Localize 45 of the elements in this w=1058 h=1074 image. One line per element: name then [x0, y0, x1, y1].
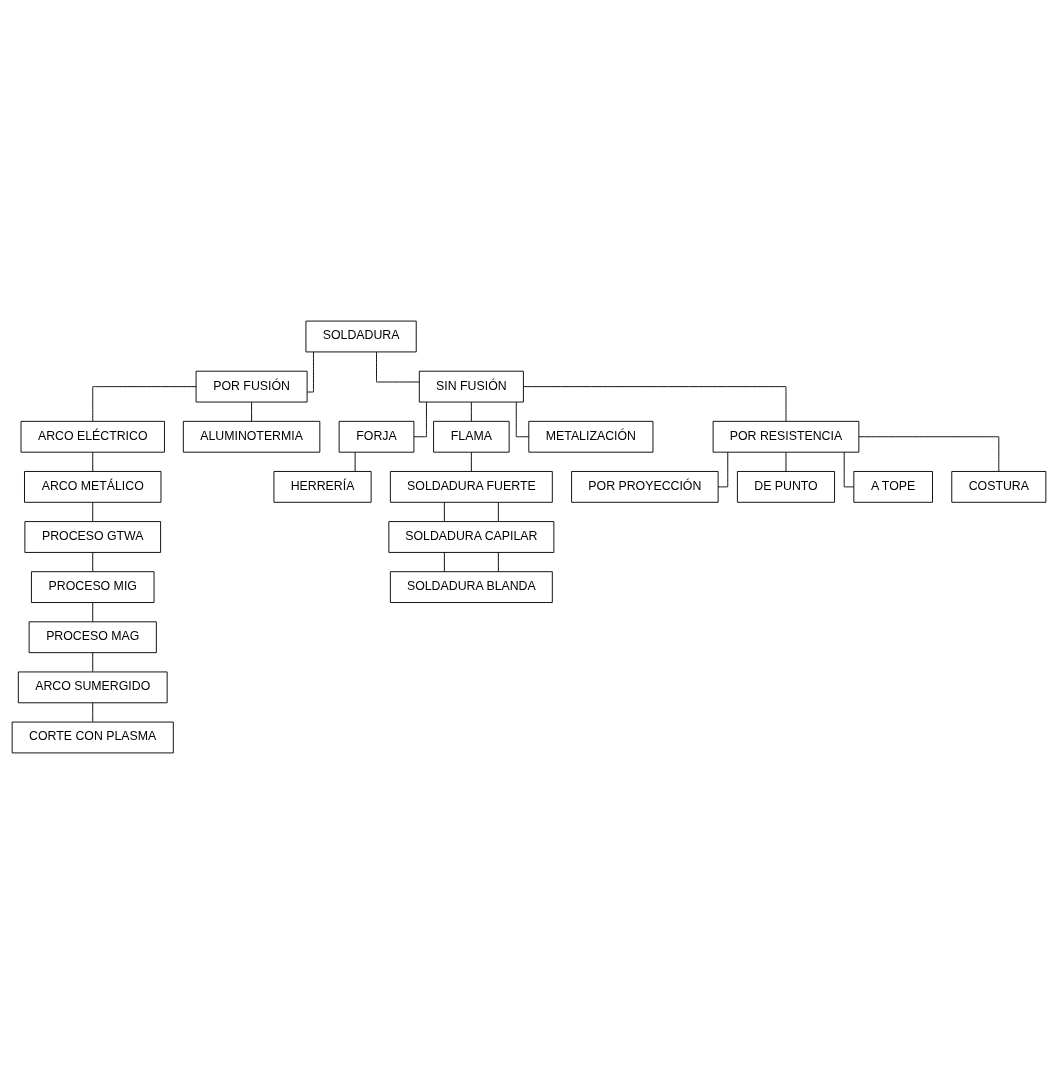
node-box: FLAMA: [433, 420, 510, 453]
node-box: SOLDADURA: [305, 320, 417, 353]
connector: [92, 602, 94, 622]
connector: [92, 502, 94, 522]
connector: [443, 502, 445, 522]
connector: [92, 702, 94, 723]
node-box: SIN FUSIÓN: [418, 370, 524, 403]
connector: [785, 451, 787, 472]
node-box: SOLDADURA CAPILAR: [388, 521, 555, 553]
connector: [497, 502, 499, 522]
node-box: SOLDADURA BLANDA: [389, 571, 553, 603]
node-box: METALIZACIÓN: [528, 420, 654, 453]
connector: [717, 451, 729, 488]
connector: [354, 451, 356, 472]
node-box: ALUMINOTERMIA: [182, 420, 321, 453]
node-box: COSTURA: [951, 471, 1047, 503]
connector: [843, 451, 855, 488]
connector: [523, 386, 787, 422]
node-box: POR FUSIÓN: [195, 370, 308, 403]
connector: [92, 652, 94, 673]
connector: [376, 351, 420, 383]
connector: [470, 451, 472, 472]
connector: [470, 401, 472, 422]
node-box: DE PUNTO: [736, 471, 836, 503]
node-box: ARCO ELÉCTRICO: [20, 420, 165, 453]
node-box: FORJA: [338, 420, 415, 453]
node-box: HERRERÍA: [273, 471, 372, 503]
node-box: POR RESISTENCIA: [712, 420, 860, 453]
connector: [858, 436, 1000, 472]
node-box: PROCESO GTWA: [24, 521, 162, 553]
node-box: ARCO SUMERGIDO: [17, 671, 168, 704]
connector: [497, 552, 499, 572]
node-box: CORTE CON PLASMA: [11, 721, 174, 754]
connector: [443, 552, 445, 572]
connector: [306, 351, 314, 393]
node-box: ARCO METÁLICO: [24, 471, 162, 503]
connector: [92, 386, 197, 422]
node-box: PROCESO MAG: [28, 621, 157, 654]
node-box: SOLDADURA FUERTE: [389, 471, 553, 503]
connector: [92, 451, 94, 472]
connector: [92, 552, 94, 572]
connector: [251, 401, 253, 422]
node-box: POR PROYECCIÓN: [571, 471, 719, 503]
node-box: PROCESO MIG: [30, 571, 155, 603]
node-box: A TOPE: [853, 471, 933, 503]
